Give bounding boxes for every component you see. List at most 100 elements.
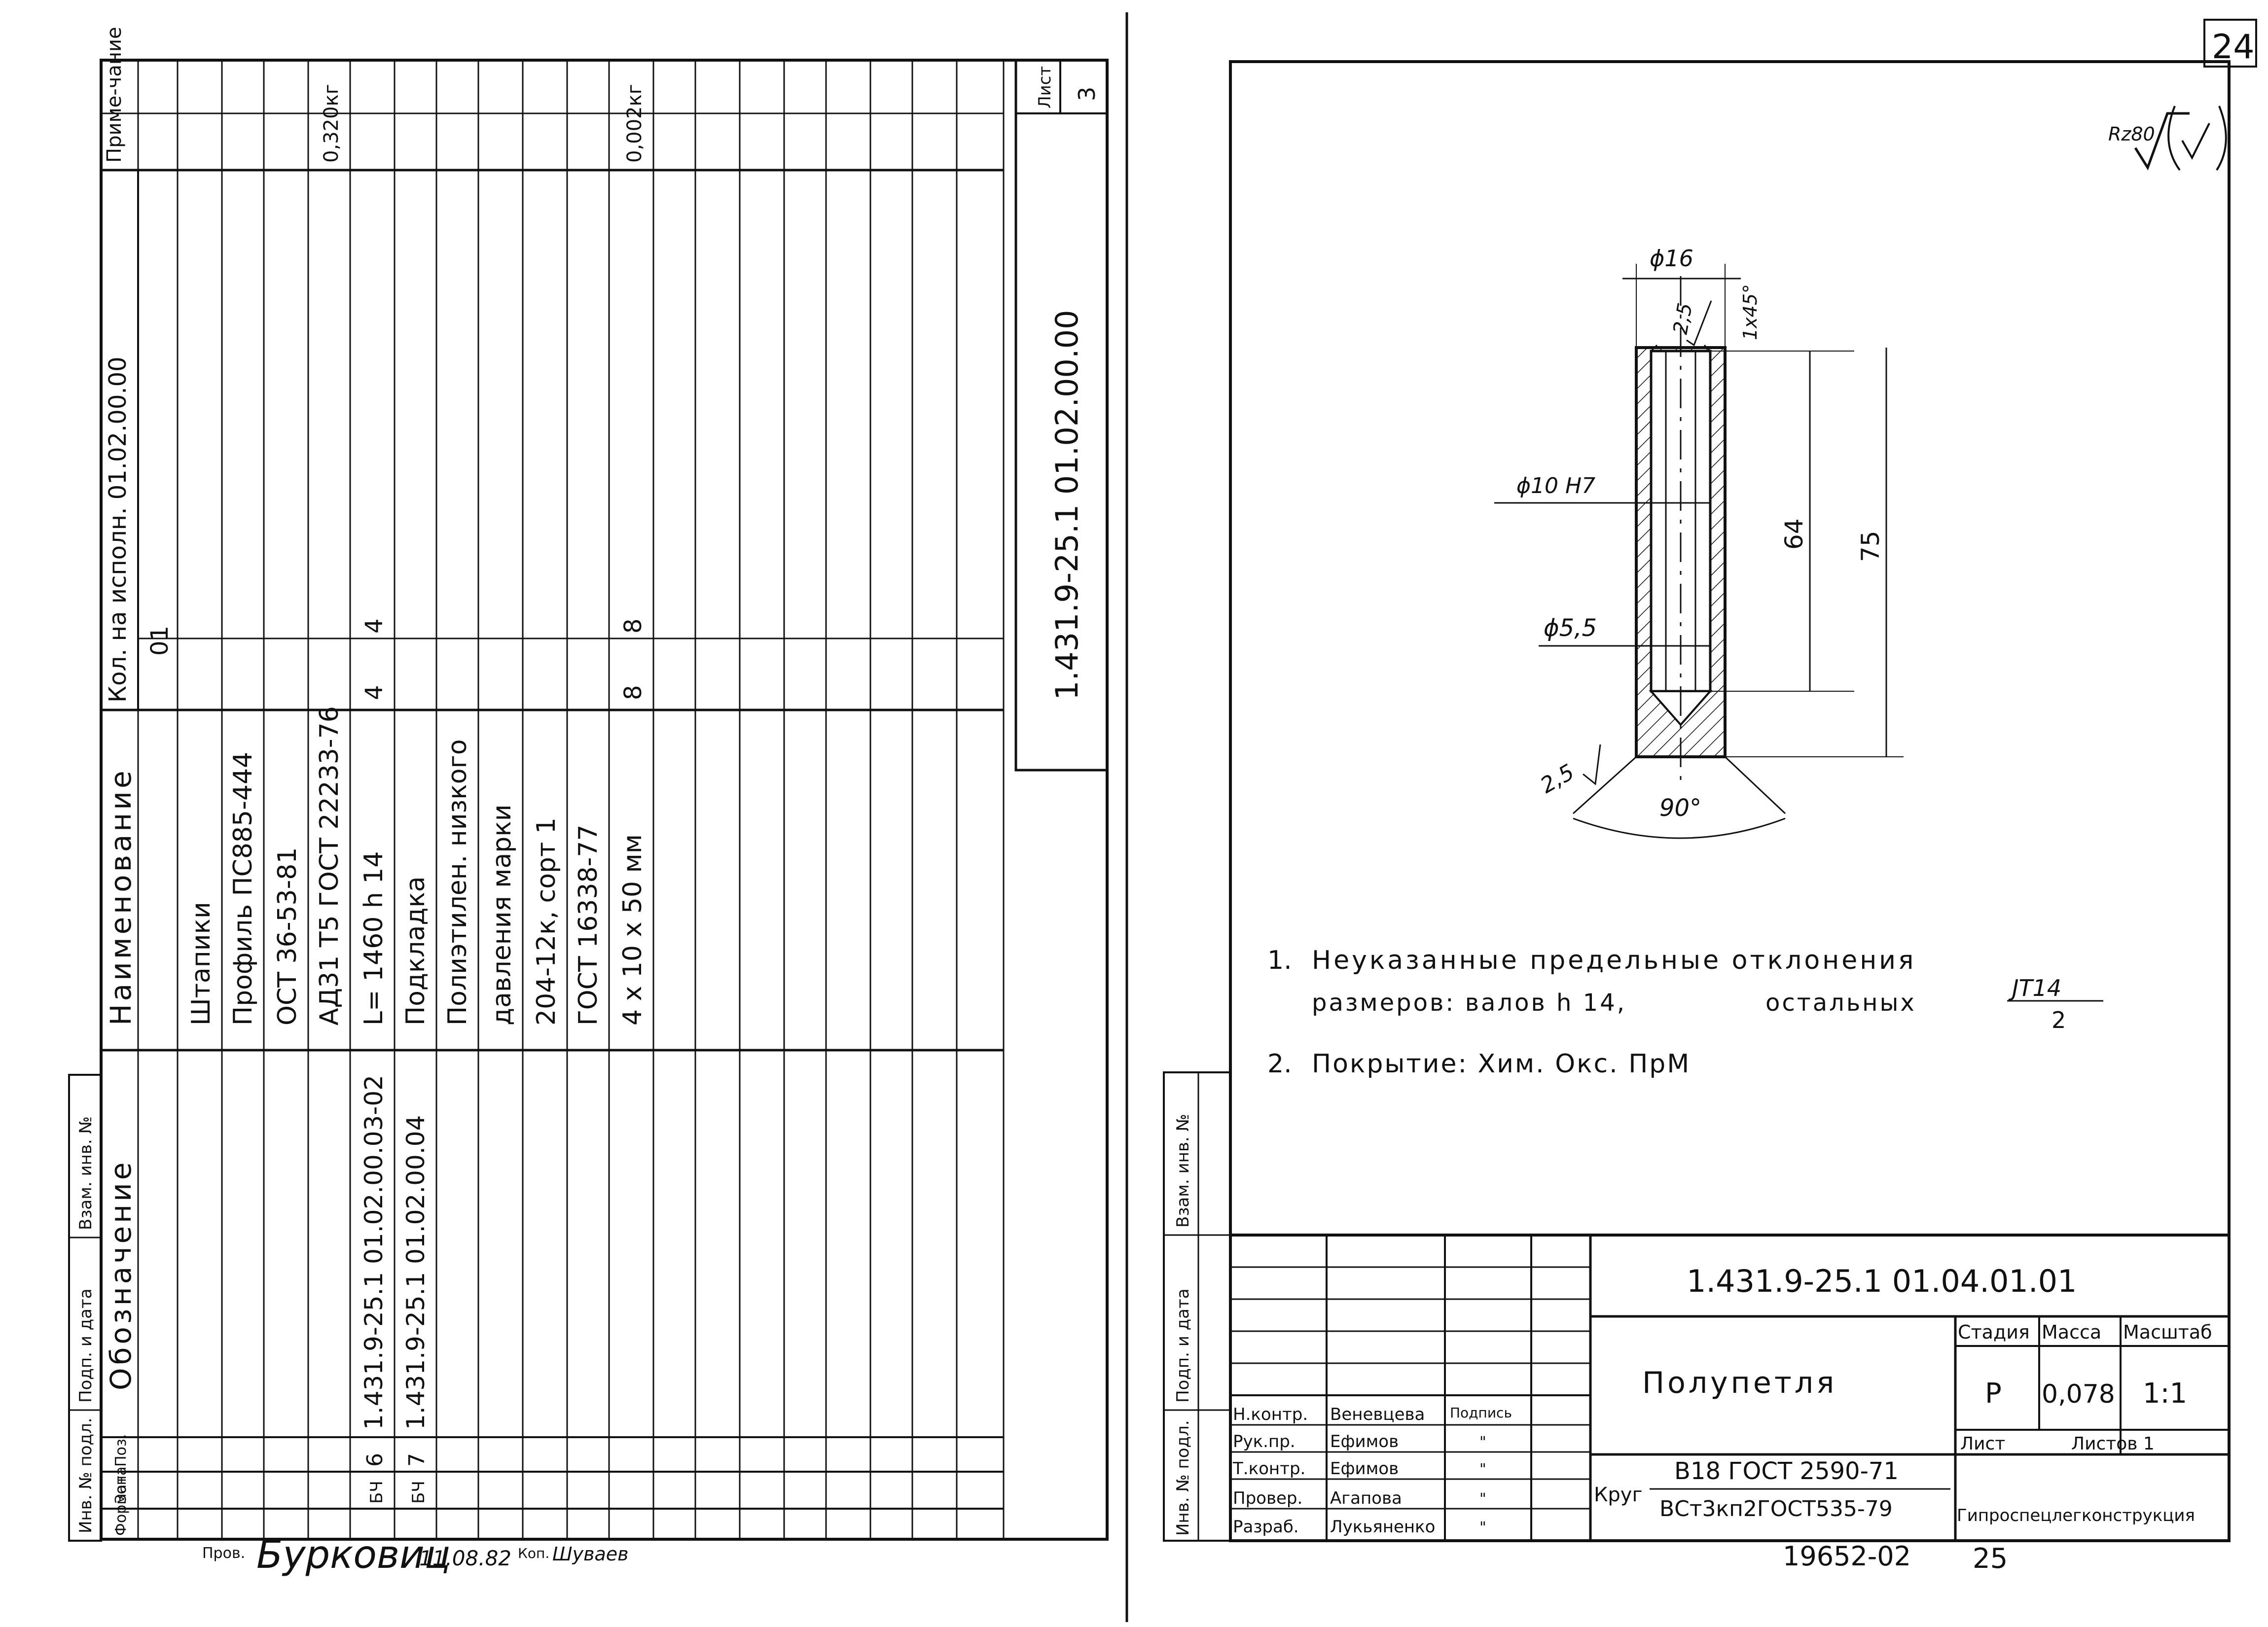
check-signature: Бурковиц: [256, 1533, 451, 1577]
header-position: Поз.: [112, 1434, 130, 1467]
person-signature: ": [1479, 1461, 1486, 1478]
signature-header: Подпись: [1450, 1405, 1512, 1421]
left-sheet-border: [100, 59, 1109, 1541]
note-1-line-c: остальных: [1765, 989, 1916, 1017]
scale-value: 1:1: [2143, 1378, 2187, 1410]
person-name: Ефимов: [1330, 1459, 1399, 1479]
copy-prefix: Коп.: [518, 1545, 549, 1561]
sheet-label-title: Лист: [1960, 1434, 2005, 1454]
mass-value: 0,078: [2042, 1379, 2115, 1409]
left-side-label-replace: Взам. инв. №: [76, 1116, 96, 1230]
mass-label: Масса: [2042, 1321, 2101, 1343]
right-sheet-border: [1229, 60, 2231, 1542]
dim-outer-diameter: ϕ16: [1650, 245, 1693, 272]
note-1-fraction-top: ЈТ14: [2008, 975, 2061, 1001]
roughness-value: Rz80: [2108, 123, 2155, 145]
left-stamp-code: 1.431.9-25.1 01.02.00.00: [1049, 310, 1085, 700]
sheet-number: 24: [2212, 28, 2255, 67]
person-role: Разраб.: [1233, 1517, 1299, 1537]
material-top: В18 ГОСТ 2590-71: [1674, 1457, 1899, 1485]
title-part-name: Полупетля: [1642, 1366, 1837, 1400]
dim-total-length: 75: [1856, 531, 1885, 562]
stage-value: Р: [1985, 1378, 2002, 1410]
spec-row-lines: [137, 60, 1005, 1539]
person-name: Ефимов: [1330, 1432, 1399, 1451]
spec-rows: Штапики Профиль ПС885-444 ОСТ 36-53-81 АД31…: [186, 84, 648, 1504]
note-1-line-b: размеров: валов h 14,: [1312, 989, 1626, 1017]
spec-cell-name: 204-12к, сорт 1: [532, 817, 561, 1026]
note-2-number: 2.: [1267, 1049, 1292, 1079]
header-designation: Обозначение: [104, 1160, 138, 1390]
header-note: Приме-чание: [103, 27, 126, 163]
spec-cell-designation: 1.431.9-25.1 01.02.00.04: [401, 1115, 430, 1430]
scale-label: Масштаб: [2123, 1321, 2212, 1343]
dim-chamfer-small: 2,5: [1669, 301, 1697, 336]
right-side-label-sign-date: Подп. и дата: [1173, 1288, 1193, 1403]
person-role: Т.контр.: [1232, 1459, 1305, 1479]
person-name: Лукьяненко: [1330, 1517, 1435, 1537]
left-side-strip: Инв. № подл. Подп. и дата Взам. инв. №: [68, 1074, 102, 1542]
header-format: Формат: [112, 1476, 130, 1536]
spec-cell-q1: 8: [619, 685, 647, 700]
check-prefix: Пров.: [202, 1545, 245, 1562]
left-sheet-value: 3: [1074, 87, 1100, 101]
spec-cell-name: Штапики: [186, 902, 216, 1026]
dim-angle: 90°: [1659, 794, 1701, 822]
person-signature: ": [1479, 1519, 1486, 1536]
spec-cell-name: ОСТ 36-53-81: [273, 847, 302, 1026]
dim-bore-diameter: ϕ10 H7: [1516, 473, 1595, 498]
spec-cell-name: L= 1460 h 14: [359, 851, 389, 1026]
right-drawing-sheet: 24 Инв. № подл. Подп. и дата Взам. инв. …: [1163, 19, 2257, 1575]
spec-cell-designation: 1.431.9-25.1 01.02.00.03-02: [360, 1075, 388, 1430]
right-side-label-inv: Инв. № подл.: [1173, 1420, 1193, 1536]
organization: Гипроспецлегконструкция: [1957, 1506, 2195, 1525]
header-name: Наименование: [104, 768, 138, 1026]
spec-cell-note: 0,002кг: [623, 84, 646, 163]
spec-cell-name: Профиль ПС885-444: [228, 752, 258, 1026]
roughness-symbol: Rz80: [2108, 106, 2227, 171]
spec-cell-q1: 4: [360, 685, 388, 700]
spec-cell-name: Полиэтилен. низкого: [443, 739, 472, 1026]
material-bottom: ВСт3кп2ГОСТ535-79: [1659, 1496, 1893, 1521]
left-side-label-inv: Инв. № подл.: [76, 1417, 96, 1533]
header-qty-exec: 01: [146, 626, 174, 656]
part-section-view: ϕ16 2,5 1x45° ϕ10 H7 ϕ5,5 64 75 90° 2,5: [1494, 245, 1904, 839]
spec-cell-name: Подкладка: [401, 876, 431, 1026]
person-name: Агапова: [1330, 1488, 1402, 1508]
copy-signature: Шуваев: [552, 1543, 629, 1565]
note-1-number: 1.: [1267, 946, 1292, 975]
dim-small-diameter: ϕ5,5: [1544, 614, 1597, 642]
technical-notes: 1. Неуказанные предельные отклонения раз…: [1267, 946, 2103, 1079]
note-1-fraction-bottom: 2: [2052, 1007, 2066, 1033]
note-1-line-a: Неуказанные предельные отклонения: [1312, 946, 1916, 975]
left-signature-line: Пров. Бурковиц 11.08.82 Коп. Шуваев: [202, 1533, 629, 1577]
left-stamp: [1014, 59, 1109, 772]
spec-cell-name: ГОСТ 16338-77: [574, 824, 603, 1026]
material-prefix: Круг: [1594, 1484, 1642, 1506]
dim-inner-length: 64: [1780, 518, 1808, 550]
spec-cell-name: АД31 Т5 ГОСТ 22233-76: [315, 706, 344, 1026]
spec-cell-note: 0,320кг: [320, 84, 343, 163]
page-number: 25: [1973, 1543, 2008, 1575]
check-date: 11.08.82: [419, 1546, 511, 1570]
left-specification-sheet: Инв. № подл. Подп. и дата Взам. инв. №: [68, 27, 1109, 1577]
header-qty: Кол. на исполн. 01.02.00.00: [104, 356, 132, 703]
dim-chamfer: 1x45°: [1739, 284, 1761, 340]
document-number: 19652-02: [1783, 1541, 1911, 1572]
person-role: Н.контр.: [1233, 1405, 1308, 1424]
person-name: Веневцева: [1330, 1405, 1425, 1424]
spec-cell-q2: 8: [619, 618, 647, 634]
right-side-label-replace: Взам. инв. №: [1173, 1114, 1193, 1228]
person-role: Рук.пр.: [1233, 1432, 1296, 1451]
spec-cell-name: 4 x 10 x 50 мм: [618, 834, 648, 1026]
spec-cell-q2: 4: [360, 618, 388, 634]
dim-chamfer-bottom: 2,5: [1536, 759, 1579, 798]
stage-label: Стадия: [1958, 1321, 2030, 1343]
spec-cell-pos: 6: [362, 1453, 388, 1467]
left-sheet-label: Лист: [1035, 66, 1055, 108]
person-role: Провер.: [1233, 1488, 1302, 1508]
spec-cell-pos: 7: [404, 1453, 430, 1467]
